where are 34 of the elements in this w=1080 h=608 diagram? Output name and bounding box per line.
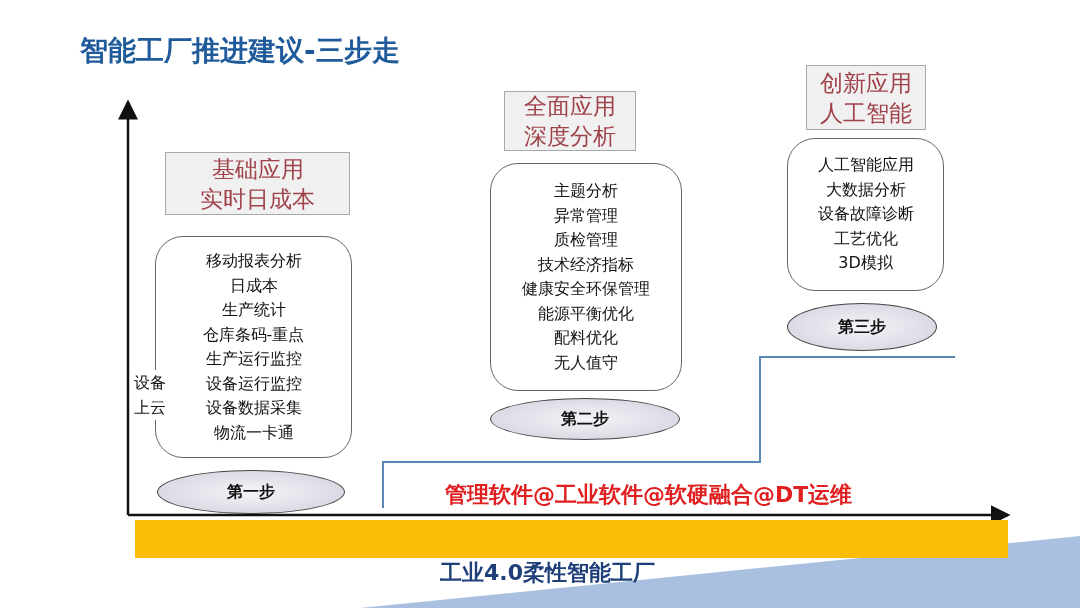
- step-ellipse: 第一步: [157, 470, 345, 514]
- feature-item: 仓库条码-重点: [202, 323, 305, 346]
- side-note: 设备上云: [134, 370, 168, 420]
- feature-item: 人工智能应用: [817, 154, 914, 177]
- feature-item: 日成本: [229, 274, 278, 297]
- feature-item: 工艺优化: [833, 227, 898, 250]
- feature-item: 生产运行监控: [205, 348, 302, 370]
- stage-heading-box: 创新应用人工智能: [806, 65, 926, 130]
- feature-item: 配料优化: [554, 327, 618, 349]
- foundation-band: [135, 520, 1008, 558]
- feature-item: 设备运行监控: [205, 372, 302, 395]
- feature-item: 技术经济指标: [538, 253, 634, 276]
- feature-item: 移动报表分析: [205, 250, 302, 272]
- feature-item: 能源平衡优化: [538, 302, 634, 325]
- stage-heading-box: 基础应用实时日成本: [165, 152, 350, 215]
- feature-list-box: [490, 163, 682, 391]
- feature-item: 物流一卡通: [213, 421, 294, 444]
- stage-heading-box: 全面应用深度分析: [504, 91, 636, 151]
- feature-item: 生产统计: [221, 299, 286, 321]
- step-ellipse: 第二步: [490, 398, 680, 440]
- feature-item: 异常管理: [554, 204, 618, 227]
- feature-item: 大数据分析: [825, 178, 906, 201]
- feature-item: 健康安全环保管理: [522, 278, 650, 300]
- foundation-caption: 管理软件@工业软件@软硬融合@DT运维: [445, 481, 854, 509]
- feature-item: 无人值守: [554, 351, 618, 374]
- feature-list-box: [787, 138, 944, 291]
- step-ellipse: 第三步: [787, 303, 937, 351]
- feature-item: 3D模拟: [838, 252, 893, 275]
- feature-item: 主题分析: [554, 180, 618, 202]
- feature-item: 质检管理: [554, 229, 618, 251]
- title: 智能工厂推进建议-三步走: [80, 33, 400, 69]
- feature-item: 设备数据采集: [205, 397, 302, 419]
- base-caption: 工业4.0柔性智能工厂: [440, 559, 655, 587]
- feature-item: 设备故障诊断: [817, 203, 914, 226]
